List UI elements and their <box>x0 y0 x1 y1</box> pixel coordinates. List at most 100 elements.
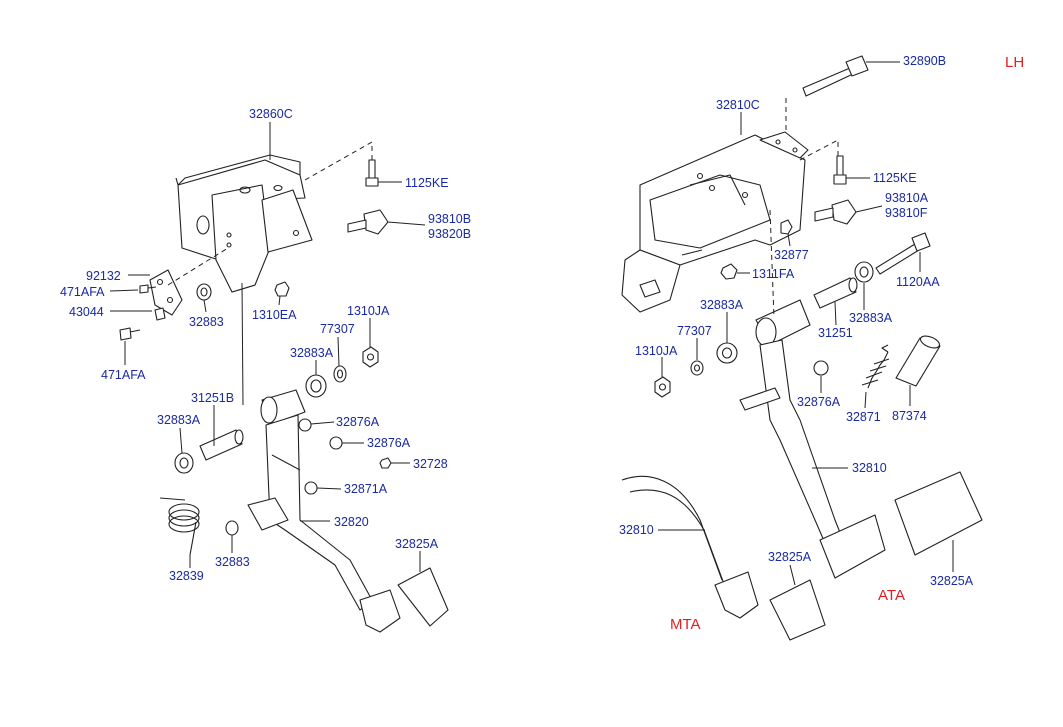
stopper-32728 <box>379 457 392 469</box>
label-32883A-right: 32883A <box>700 298 744 312</box>
label-32860C: 32860C <box>249 107 293 121</box>
label-32871A: 32871A <box>344 482 388 496</box>
label-1311FA: 1311FA <box>752 267 795 281</box>
region-tag-ata: ATA <box>878 587 905 604</box>
leader-93810B <box>387 221 426 226</box>
bolt-471AFA-top <box>139 284 157 294</box>
label-1310JA-right: 1310JA <box>635 344 678 358</box>
pedal-pad-32825A-left <box>397 567 449 627</box>
leader-31251 <box>834 301 837 326</box>
bolt-1120AA <box>875 232 931 275</box>
label-32883-lower: 32883 <box>215 555 250 569</box>
label-32883-upper: 32883 <box>189 315 224 329</box>
switch-93810A <box>814 199 857 225</box>
label-32825A-right: 32825A <box>930 574 974 588</box>
pedal-bracket-32810C <box>621 131 809 313</box>
washer-77307-right <box>690 360 704 376</box>
switch-93810B <box>347 209 389 235</box>
leader-1125KE-left <box>304 141 373 181</box>
label-43044: 43044 <box>69 305 104 319</box>
label-93810A: 93810A <box>885 191 929 205</box>
leader-93810A <box>855 205 883 213</box>
mta-pedal-arm-32810 <box>621 475 759 619</box>
spring-32839 <box>159 497 200 556</box>
label-32877: 32877 <box>774 248 809 262</box>
label-32825A-left: 32825A <box>395 537 439 551</box>
label-32728: 32728 <box>413 457 448 471</box>
pedal-pad-32825A-ata-mid <box>819 514 886 579</box>
spring-32871 <box>861 344 890 389</box>
bushing-32883A-right <box>716 342 738 364</box>
bushing-32883A-upper <box>305 374 327 398</box>
leader-32871A <box>316 487 342 490</box>
nut-1310JA-left <box>362 346 379 368</box>
clevis-plate-92132 <box>149 269 183 321</box>
label-31251: 31251 <box>818 326 853 340</box>
right-pedal-assembly: 32890B 32810C 1125KE 93810A 93810F 32877… <box>619 54 983 641</box>
label-77307-right: 77307 <box>677 324 712 338</box>
label-32883A-lower: 32883A <box>157 413 201 427</box>
bushing-32883-lower <box>225 520 239 536</box>
leader-dash-pivot-right <box>769 209 775 319</box>
label-32876A-1: 32876A <box>336 415 380 429</box>
washer-77307-left <box>333 365 347 383</box>
region-tag-lh: LH <box>1005 54 1024 71</box>
leader-32871 <box>864 391 867 409</box>
bolt-1125KE-left <box>365 159 379 187</box>
label-1310EA: 1310EA <box>252 308 297 322</box>
leader-32883A-lower <box>179 427 183 454</box>
bushing-32883A-top <box>854 261 874 283</box>
leader-arm-left <box>271 454 301 471</box>
label-32871: 32871 <box>846 410 881 424</box>
label-93810B: 93810B <box>428 212 471 226</box>
nut-1310EA <box>274 281 290 297</box>
pedal-bracket-32860C <box>175 154 313 293</box>
label-87374: 87374 <box>892 409 927 423</box>
label-32825A-mid: 32825A <box>768 550 812 564</box>
region-tag-mta: MTA <box>670 616 701 633</box>
label-32876A-2: 32876A <box>367 436 411 450</box>
bushing-32883A-lower <box>174 452 194 474</box>
label-1310JA-left: 1310JA <box>347 304 390 318</box>
leader-1310EA <box>278 295 281 306</box>
label-32883A-upper: 32883A <box>290 346 334 360</box>
pedal-pad-32825A-right <box>894 471 983 556</box>
pin-32876A-2 <box>329 436 343 450</box>
leader-32876A-1 <box>310 421 335 425</box>
label-1125KE-right: 1125KE <box>873 171 917 185</box>
leader-471AFA-top <box>109 289 139 292</box>
leader-32825A-mid <box>789 564 796 586</box>
label-32839: 32839 <box>169 569 204 583</box>
label-32810-mta: 32810 <box>619 523 654 537</box>
bolt-1125KE-right <box>833 155 847 185</box>
sleeve-87374 <box>895 335 941 387</box>
pedal-pad-32825A-mta <box>769 579 826 641</box>
label-31251B: 31251B <box>191 391 234 405</box>
label-1120AA: 1120AA <box>896 275 940 289</box>
nut-1310JA-right <box>654 376 671 398</box>
label-92132: 92132 <box>86 269 121 283</box>
sleeve-31251B <box>199 429 244 461</box>
pin-32876A-1 <box>298 418 312 432</box>
leader-77307-left <box>337 336 340 367</box>
leader-32877 <box>787 233 791 247</box>
label-32883A-top: 32883A <box>849 311 893 325</box>
label-32810C: 32810C <box>716 98 760 112</box>
bolt-32890B <box>802 55 869 97</box>
label-77307-left: 77307 <box>320 322 355 336</box>
clutch-pedal-arm-32820 <box>247 389 401 633</box>
pin-32876A-right <box>813 360 829 376</box>
label-32810-ata: 32810 <box>852 461 887 475</box>
stopper-32877 <box>780 219 793 235</box>
sleeve-31251 <box>813 277 858 309</box>
left-pedal-assembly: 32860C 1125KE 93810B 93820B 92132 471AFA… <box>60 107 471 633</box>
bolt-471AFA-bottom <box>119 327 141 341</box>
leader-dash-bracket-pin <box>167 247 229 286</box>
label-471AFA-bottom: 471AFA <box>101 368 146 382</box>
nut-1311FA <box>720 263 738 280</box>
label-32820: 32820 <box>334 515 369 529</box>
label-32876A-right: 32876A <box>797 395 841 409</box>
label-471AFA-top: 471AFA <box>60 285 105 299</box>
leader-32883-upper <box>203 299 207 313</box>
